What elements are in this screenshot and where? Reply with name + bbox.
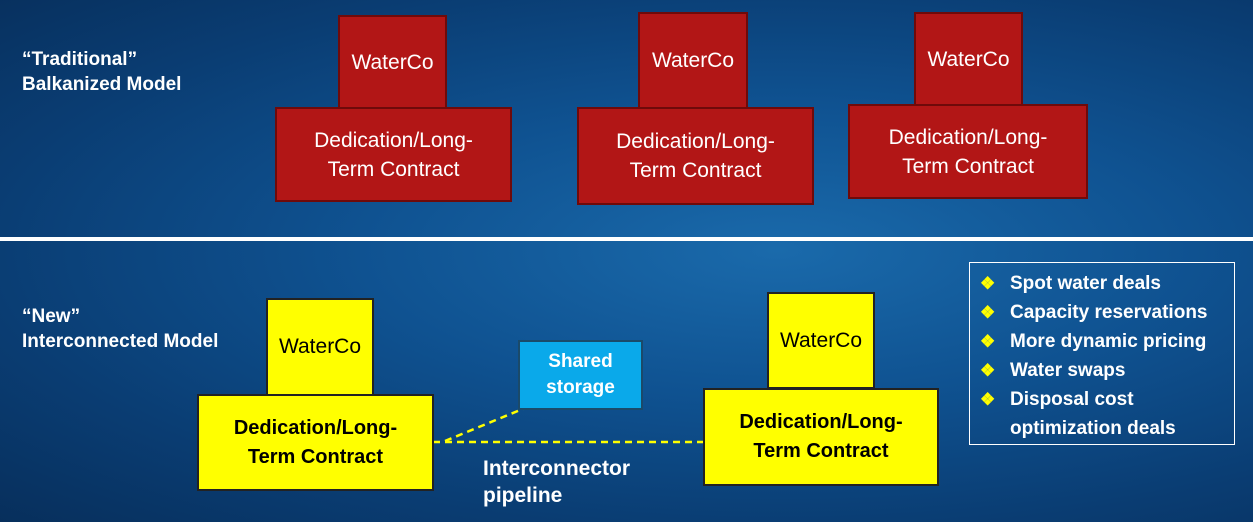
pipeline-label-line1: Interconnector [483, 457, 631, 480]
storage-connector-line [444, 406, 526, 443]
benefits-list: ❖ Spot water deals ❖ Capacity reservatio… [980, 269, 1234, 443]
contract-label-line2: Term Contract [629, 159, 762, 182]
diamond-cluster-icon: ❖ [980, 274, 996, 293]
contract-box-interconnected-2: Dedication/Long- Term Contract [703, 388, 939, 486]
benefits-box: ❖ Spot water deals ❖ Capacity reservatio… [969, 262, 1235, 445]
contract-box-traditional-2: Dedication/Long- Term Contract [577, 107, 814, 205]
benefit-label: More dynamic pricing [1010, 331, 1207, 352]
waterco-box-interconnected-2: WaterCo [767, 292, 875, 389]
contract-label-line2: Term Contract [327, 157, 460, 181]
diamond-cluster-icon: ❖ [980, 390, 996, 409]
contract-label-line2: Term Contract [902, 154, 1034, 178]
section-divider [0, 237, 1253, 241]
contract-label-line1: Dedication/Long- [314, 128, 473, 152]
shared-storage-box: Shared storage [518, 340, 643, 410]
benefit-item: ❖ More dynamic pricing [980, 327, 1234, 356]
contract-label-line2: Term Contract [753, 440, 889, 462]
pipeline-label-line2: pipeline [483, 484, 563, 507]
waterco-box-traditional-2: WaterCo [638, 12, 748, 109]
traditional-model-label: “Traditional” Balkanized Model [22, 47, 181, 97]
benefit-label: Water swaps [1010, 360, 1126, 381]
contract-box-interconnected-1: Dedication/Long- Term Contract [197, 394, 434, 491]
interconnected-model-label: “New” Interconnected Model [22, 304, 218, 354]
waterco-label: WaterCo [278, 335, 362, 358]
benefit-item: ❖ Capacity reservations [980, 298, 1234, 327]
benefit-label-line2: optimization deals [1010, 418, 1176, 439]
benefit-label-line1: Disposal cost [1010, 389, 1134, 410]
storage-label-line1: Shared [548, 351, 613, 372]
diamond-cluster-icon: ❖ [980, 332, 996, 351]
contract-label-line1: Dedication/Long- [233, 416, 398, 439]
benefit-item: ❖ Disposal cost optimization deals [980, 385, 1234, 443]
waterco-box-interconnected-1: WaterCo [266, 298, 374, 396]
contract-box-traditional-3: Dedication/Long- Term Contract [848, 104, 1088, 199]
benefit-label: Capacity reservations [1010, 302, 1208, 323]
contract-label-line2: Term Contract [247, 445, 384, 468]
diamond-cluster-icon: ❖ [980, 361, 996, 380]
benefit-item: ❖ Spot water deals [980, 269, 1234, 298]
waterco-label: WaterCo [779, 328, 863, 352]
waterco-label: WaterCo [651, 49, 735, 72]
contract-box-traditional-1: Dedication/Long- Term Contract [275, 107, 512, 202]
contract-label-line1: Dedication/Long- [888, 125, 1048, 149]
waterco-label: WaterCo [351, 50, 434, 74]
waterco-label: WaterCo [927, 47, 1010, 71]
benefit-label: Spot water deals [1010, 273, 1161, 294]
interconnector-pipeline-label: Interconnector pipeline [483, 455, 630, 509]
waterco-box-traditional-1: WaterCo [338, 15, 447, 109]
waterco-box-traditional-3: WaterCo [914, 12, 1023, 106]
storage-label-line2: storage [546, 377, 615, 398]
interconnected-label-line2: Interconnected Model [22, 331, 219, 352]
interconnected-label-line1: “New” [22, 306, 81, 327]
diamond-cluster-icon: ❖ [980, 303, 996, 322]
traditional-label-line1: “Traditional” [22, 49, 138, 70]
contract-label-line1: Dedication/Long- [616, 130, 775, 153]
contract-label-line1: Dedication/Long- [739, 411, 903, 433]
traditional-label-line2: Balkanized Model [22, 74, 182, 95]
benefit-item: ❖ Water swaps [980, 356, 1234, 385]
